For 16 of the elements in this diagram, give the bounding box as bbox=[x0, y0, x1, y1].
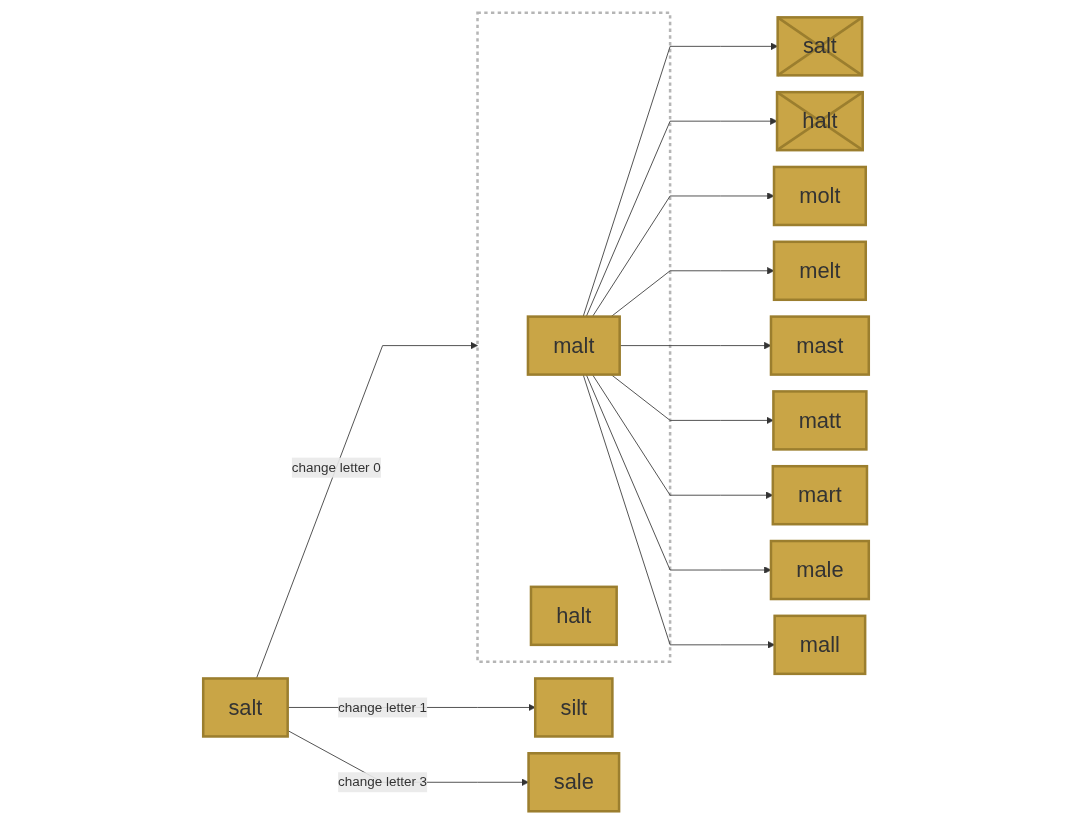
node-box: mart bbox=[771, 464, 869, 526]
edge-label: change letter 3 bbox=[338, 774, 428, 789]
node-box: salt bbox=[201, 677, 289, 738]
node-box: malt bbox=[526, 315, 621, 376]
node-box: silt bbox=[534, 677, 614, 738]
cluster bbox=[476, 11, 672, 663]
node-box: melt bbox=[772, 240, 867, 302]
node-box: matt bbox=[772, 390, 868, 451]
node-box: male bbox=[769, 539, 871, 601]
node-box: halt bbox=[529, 585, 618, 647]
node-box: molt bbox=[772, 165, 867, 227]
edge-label: change letter 0 bbox=[291, 460, 381, 475]
node-box: mast bbox=[769, 315, 871, 376]
node-box: mall bbox=[773, 614, 867, 676]
node-box: sale bbox=[527, 752, 621, 813]
edge-label: change letter 1 bbox=[338, 699, 428, 715]
